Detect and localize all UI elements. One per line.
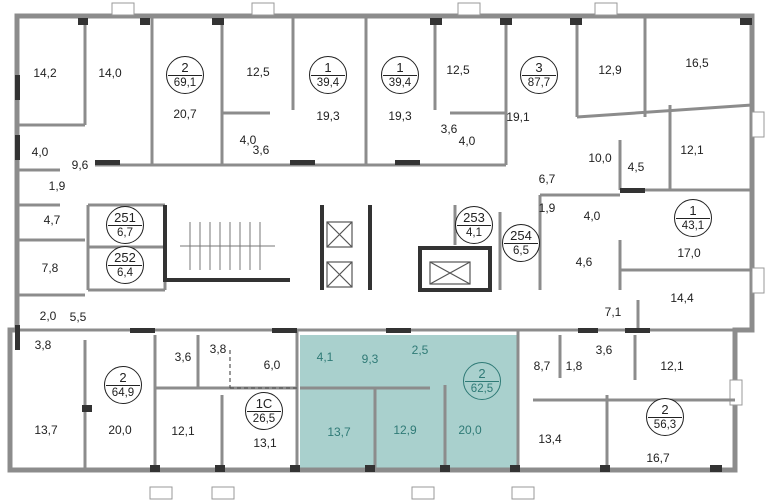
apartment-area: 62,5 — [470, 383, 494, 395]
apartment-area: 69,1 — [173, 77, 197, 89]
room-count: 1 — [689, 203, 697, 218]
room-area: 9,3 — [361, 352, 379, 366]
storage-number: 253 — [463, 210, 485, 225]
room-area: 13,1 — [253, 436, 277, 450]
room-area: 19,3 — [316, 109, 340, 123]
apartment-area: 26,5 — [252, 413, 276, 425]
apartment-area: 56,3 — [653, 419, 677, 431]
room-area: 12,5 — [446, 63, 470, 77]
storage-area: 6,5 — [513, 245, 529, 257]
room-area: 19,1 — [506, 110, 530, 124]
room-area: 1,9 — [48, 179, 66, 193]
room-count: 1 — [324, 60, 332, 75]
room-area: 13,7 — [327, 425, 351, 439]
elevators — [326, 221, 471, 288]
highlighted-apartment-fill[interactable] — [300, 335, 518, 470]
room-area: 3,6 — [252, 143, 270, 157]
room-area: 12,9 — [598, 63, 622, 77]
storage-number: 252 — [114, 250, 136, 265]
room-area: 3,6 — [174, 350, 192, 364]
room-area: 7,8 — [41, 261, 59, 275]
room-area: 1,9 — [538, 201, 556, 215]
room-area: 2,5 — [411, 343, 429, 357]
room-area: 6,0 — [263, 358, 281, 372]
room-area: 12,9 — [393, 423, 417, 437]
room-area: 4,1 — [316, 350, 334, 364]
room-area: 12,5 — [246, 65, 270, 79]
room-area: 10,0 — [588, 151, 612, 165]
room-area: 4,0 — [239, 133, 257, 147]
room-area: 20,0 — [458, 423, 482, 437]
room-area: 4,0 — [583, 209, 601, 223]
room-area: 4,7 — [43, 213, 61, 227]
apartment-area: 87,7 — [527, 77, 551, 89]
room-area: 20,0 — [108, 423, 132, 437]
room-area: 4,6 — [575, 255, 593, 269]
room-area: 14,0 — [98, 66, 122, 80]
columns — [15, 18, 752, 472]
room-area: 2,0 — [39, 309, 57, 323]
room-count: 2 — [478, 366, 486, 381]
room-area: 3,8 — [34, 338, 52, 352]
apartment-area: 39,4 — [316, 77, 340, 89]
room-area: 3,6 — [440, 122, 458, 136]
room-area: 7,1 — [604, 305, 622, 319]
room-count: 3 — [535, 60, 543, 75]
room-area: 3,8 — [209, 342, 227, 356]
room-area: 4,0 — [31, 145, 49, 159]
apartment-area: 39,4 — [388, 77, 412, 89]
room-area: 12,1 — [680, 143, 704, 157]
storage-number: 251 — [114, 210, 136, 225]
storage-area: 4,1 — [466, 227, 482, 239]
storage-area: 6,4 — [117, 267, 133, 279]
room-area: 14,2 — [33, 66, 57, 80]
room-count: 2 — [119, 370, 127, 385]
room-area: 5,5 — [69, 310, 87, 324]
room-count: 2 — [661, 402, 669, 417]
apartment-area: 43,1 — [681, 220, 705, 232]
room-area: 6,7 — [538, 172, 556, 186]
room-area: 16,5 — [685, 56, 709, 70]
room-area: 1,8 — [565, 359, 583, 373]
room-area: 4,5 — [627, 160, 645, 174]
room-area: 3,6 — [595, 343, 613, 357]
stair-core — [163, 205, 492, 292]
room-count: 1С — [255, 396, 273, 411]
room-area: 17,0 — [677, 246, 701, 260]
room-count: 2 — [181, 60, 189, 75]
stairs — [180, 222, 275, 270]
room-area: 13,7 — [34, 423, 58, 437]
storage-number: 254 — [510, 228, 532, 243]
room-area: 4,0 — [458, 134, 476, 148]
room-count: 1 — [396, 60, 404, 75]
room-area: 9,6 — [71, 158, 89, 172]
room-area: 13,4 — [538, 432, 562, 446]
room-area: 16,7 — [646, 451, 670, 465]
room-area: 19,3 — [388, 109, 412, 123]
room-area: 12,1 — [171, 424, 195, 438]
apartment-badge[interactable]: 1С 26,5 — [245, 392, 283, 430]
room-area: 12,1 — [660, 359, 684, 373]
room-area: 14,4 — [670, 291, 694, 305]
storage-area: 6,7 — [117, 227, 133, 239]
room-area: 20,7 — [173, 107, 197, 121]
apartment-area: 64,9 — [111, 387, 135, 399]
room-area: 8,7 — [533, 359, 551, 373]
